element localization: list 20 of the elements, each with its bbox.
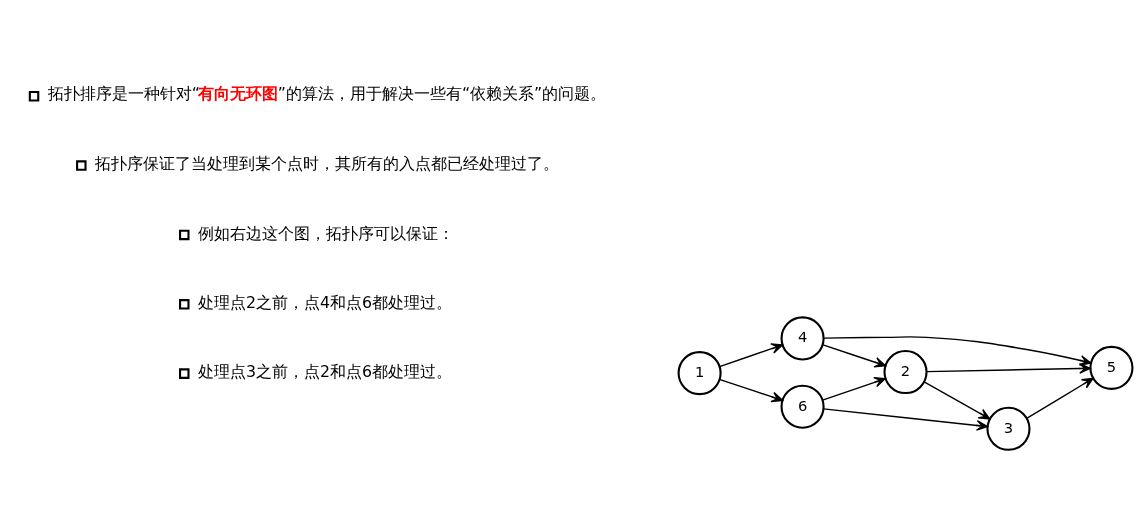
arrow (823, 335, 1092, 366)
node-circle: 4 (780, 315, 825, 360)
arrow (719, 378, 784, 402)
label: 例如右边这个图，拓扑序可以保证： (197, 223, 454, 243)
node-circle: 5 (1089, 345, 1134, 390)
node-circle: 3 (986, 406, 1031, 451)
node-circle: 1 (677, 350, 722, 395)
node-circle: 6 (780, 384, 825, 429)
arrow (822, 343, 887, 368)
arrow (926, 362, 1091, 374)
arrow (821, 376, 886, 401)
label: 处理点3之前，点2和点6都处理过。 (197, 361, 452, 381)
arrow (718, 342, 783, 367)
label: 拓扑排序是一种针对“有向无环图”的算法，用于解决一些有“依赖关系”的问题。 (47, 83, 607, 103)
label: 处理点2之前，点4和点6都处理过。 (197, 292, 452, 312)
arrow (1026, 377, 1094, 419)
node-circle: 2 (883, 349, 928, 394)
arrow (923, 380, 991, 419)
label: 拓扑序保证了当处理到某个点时，其所有的入点都已经处理过了。 (94, 153, 559, 173)
arrow (822, 407, 989, 431)
